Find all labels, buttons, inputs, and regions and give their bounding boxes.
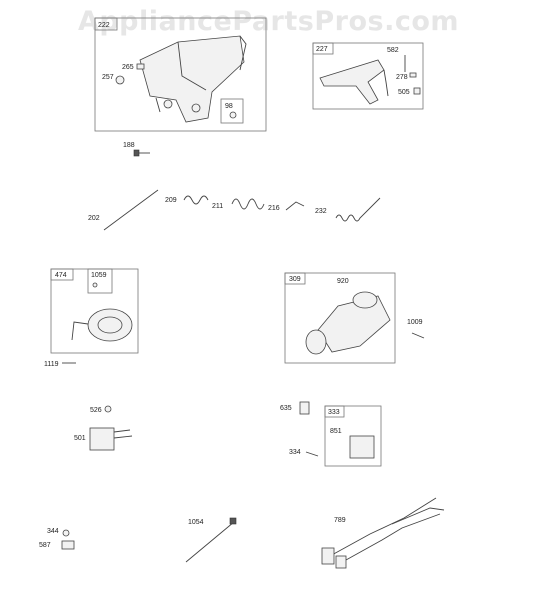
part-635-connector — [299, 401, 310, 415]
callout-582: 582 — [387, 47, 399, 54]
callout-1119: 1119 — [44, 361, 59, 368]
callout-278: 278 — [396, 74, 408, 81]
part-257-nut — [115, 75, 125, 85]
callout-232: 232 — [315, 208, 327, 215]
alternator-stator-hub — [97, 316, 123, 334]
callout-309: 309 — [289, 276, 301, 283]
callout-474: 474 — [55, 272, 67, 279]
part-789-harness — [329, 497, 437, 557]
part-526-nut — [104, 405, 112, 413]
callout-344: 344 — [47, 528, 59, 535]
callout-1009: 1009 — [407, 319, 423, 326]
callout-635: 635 — [280, 405, 292, 412]
callout-334: 334 — [289, 449, 301, 456]
part-505-screw — [413, 87, 421, 95]
part-333-module — [349, 435, 375, 459]
group-box-474 — [50, 268, 139, 354]
part-789-harness-lead — [345, 513, 441, 561]
callout-188: 188 — [123, 142, 135, 149]
bracket-part — [139, 35, 245, 123]
callout-1059: 1059 — [91, 272, 107, 279]
part-202-rod — [103, 189, 159, 231]
rectifier-wires — [113, 429, 133, 439]
callout-265: 265 — [122, 64, 134, 71]
callout-1054: 1054 — [188, 519, 204, 526]
part-188-head — [133, 149, 140, 157]
callout-587: 587 — [39, 542, 51, 549]
part-344-screw — [62, 529, 70, 537]
callout-257: 257 — [102, 74, 114, 81]
part-1054-head — [229, 517, 237, 525]
callout-526: 526 — [90, 407, 102, 414]
group-box-222 — [94, 17, 267, 132]
group-box-227 — [312, 42, 424, 110]
part-278-spring — [409, 72, 417, 78]
callout-333: 333 — [328, 409, 340, 416]
group-box-1059 — [87, 268, 113, 294]
callout-920: 920 — [337, 278, 349, 285]
part-1059-screw — [92, 282, 98, 288]
group-tag-box-227 — [312, 42, 334, 55]
callout-209: 209 — [165, 197, 177, 204]
alternator-wire — [71, 321, 89, 341]
part-334-screw — [305, 451, 319, 457]
part-211-spring — [231, 198, 265, 210]
callout-851: 851 — [330, 428, 342, 435]
bracket-edges — [155, 35, 247, 113]
callout-222: 222 — [98, 22, 110, 29]
group-tag-box-222 — [94, 17, 118, 31]
lever-arm — [383, 69, 389, 97]
group-tag-box-309 — [284, 272, 306, 285]
bracket-hole — [191, 103, 201, 113]
callout-211: 211 — [212, 203, 223, 210]
part-232-spring — [335, 197, 381, 222]
starter-solenoid — [352, 291, 378, 309]
part-1054-cable-tie — [185, 521, 235, 563]
part-789-harness-branch — [391, 507, 445, 525]
callout-789: 789 — [334, 517, 346, 524]
callout-227: 227 — [316, 46, 328, 53]
callout-98: 98 — [225, 103, 233, 110]
part-587-clamp — [61, 540, 75, 550]
callout-505: 505 — [398, 89, 410, 96]
part-98-screw — [229, 111, 237, 119]
starter-drive-end — [305, 329, 327, 355]
lever-part — [319, 59, 385, 105]
bracket-hole — [163, 99, 173, 109]
group-box-309 — [284, 272, 396, 364]
part-265-clip — [136, 63, 145, 70]
harness-plug — [335, 555, 347, 569]
group-box-98 — [220, 98, 244, 124]
part-216-link — [285, 201, 305, 211]
group-tag-box-333 — [324, 405, 345, 418]
group-box-333 — [324, 405, 382, 467]
watermark: AppliancePartsPros.com — [77, 6, 460, 37]
group-tag-box-474 — [50, 268, 74, 281]
starter-body — [317, 295, 391, 353]
part-209-spring — [183, 195, 209, 205]
callout-202: 202 — [88, 215, 100, 222]
harness-plug — [321, 547, 335, 565]
callout-501: 501 — [74, 435, 86, 442]
callout-216: 216 — [268, 205, 280, 212]
part-501-rectifier — [89, 427, 115, 451]
part-1009-bolt — [411, 332, 425, 339]
